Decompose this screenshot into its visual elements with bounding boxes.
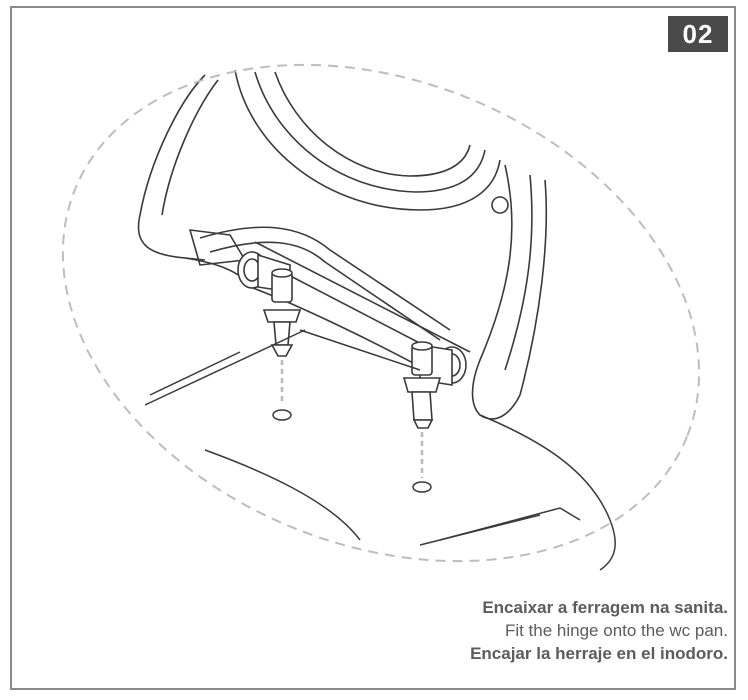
seat-bowl-rim (234, 69, 501, 211)
seat-right-side (471, 164, 521, 420)
wc-pan-drawing (144, 329, 616, 571)
seat-outer-left-inner (161, 79, 219, 216)
caption-spanish: Encajar la herraje en el inodoro. (470, 644, 728, 663)
toilet-seat-drawing (137, 69, 548, 420)
hinge-bar-bottom (244, 284, 431, 373)
caption-english: Fit the hinge onto the wc pan. (504, 621, 728, 640)
pan-right-edge (479, 414, 616, 571)
hinge-bracket-top2 (209, 241, 441, 341)
instruction-captions: Encaixar a ferragem na sanita. Fit the h… (470, 596, 728, 665)
mounting-hole-right (412, 481, 432, 493)
mounting-hole-left (272, 409, 292, 421)
side-knob (491, 196, 509, 214)
detail-dashed-ellipse (61, 63, 701, 563)
seat-right-back (519, 179, 548, 396)
mounting-guides (272, 360, 432, 493)
hinge-bracket-top (199, 226, 451, 331)
pan-base-right2 (419, 514, 541, 546)
pan-top-edge-left (144, 329, 306, 406)
seat-outer-left (137, 74, 206, 261)
step-number-badge: 02 (668, 16, 728, 52)
pan-back-edge (299, 329, 421, 371)
hinge-left (237, 251, 302, 357)
seat-bowl-rim-inner (254, 71, 486, 193)
seat-right-back2 (504, 174, 533, 371)
caption-portuguese: Encaixar a ferragem na sanita. (482, 598, 728, 617)
seat-bowl-rim-inner2 (274, 71, 471, 177)
instruction-frame: 02 (10, 6, 736, 690)
pan-front-curve (204, 449, 361, 541)
pan-top-edge-left-inner (149, 351, 241, 396)
hinge-right (402, 341, 467, 429)
hinge-bar-upper (254, 241, 471, 353)
